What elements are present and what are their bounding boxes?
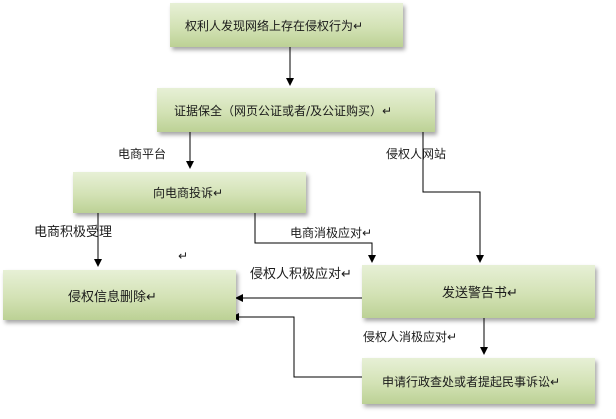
node-delete-label: 侵权信息删除↵ (68, 289, 157, 305)
node-discover-label: 权利人发现网络上存在侵权行为↵ (185, 18, 364, 33)
label-return-mark: ↵ (178, 249, 189, 263)
label-infringer-passive: 侵权人消极应对↵ (363, 330, 458, 344)
node-complain-label: 向电商投诉↵ (153, 186, 224, 200)
node-lawsuit: 申请行政查处或者提起民事诉讼↵ (362, 358, 595, 404)
node-warning-label: 发送警告书↵ (442, 286, 518, 301)
node-complain: 向电商投诉↵ (73, 172, 306, 213)
node-warning: 发送警告书↵ (362, 265, 595, 318)
label-ecommerce-accept: 电商积极受理 (34, 225, 113, 240)
node-evidence: 证据保全（网页公证或者/及公证购买）↵ (157, 88, 435, 132)
arrow-lawsuit-to-delete (231, 313, 362, 378)
node-evidence-label: 证据保全（网页公证或者/及公证购买）↵ (174, 103, 393, 118)
label-infringer-website: 侵权人网站 (386, 147, 447, 161)
label-ecommerce-platform: 电商平台 (118, 147, 167, 161)
arrow-evidence-to-warning (422, 132, 484, 263)
node-lawsuit-label: 申请行政查处或者提起民事诉讼↵ (382, 374, 561, 389)
arrow-complain-to-warning (254, 213, 376, 263)
label-infringer-active: 侵权人积极应对↵ (250, 267, 352, 282)
node-discover: 权利人发现网络上存在侵权行为↵ (170, 3, 403, 47)
label-ecommerce-passive: 电商消极应对↵ (290, 226, 373, 240)
node-delete: 侵权信息删除↵ (3, 270, 236, 320)
